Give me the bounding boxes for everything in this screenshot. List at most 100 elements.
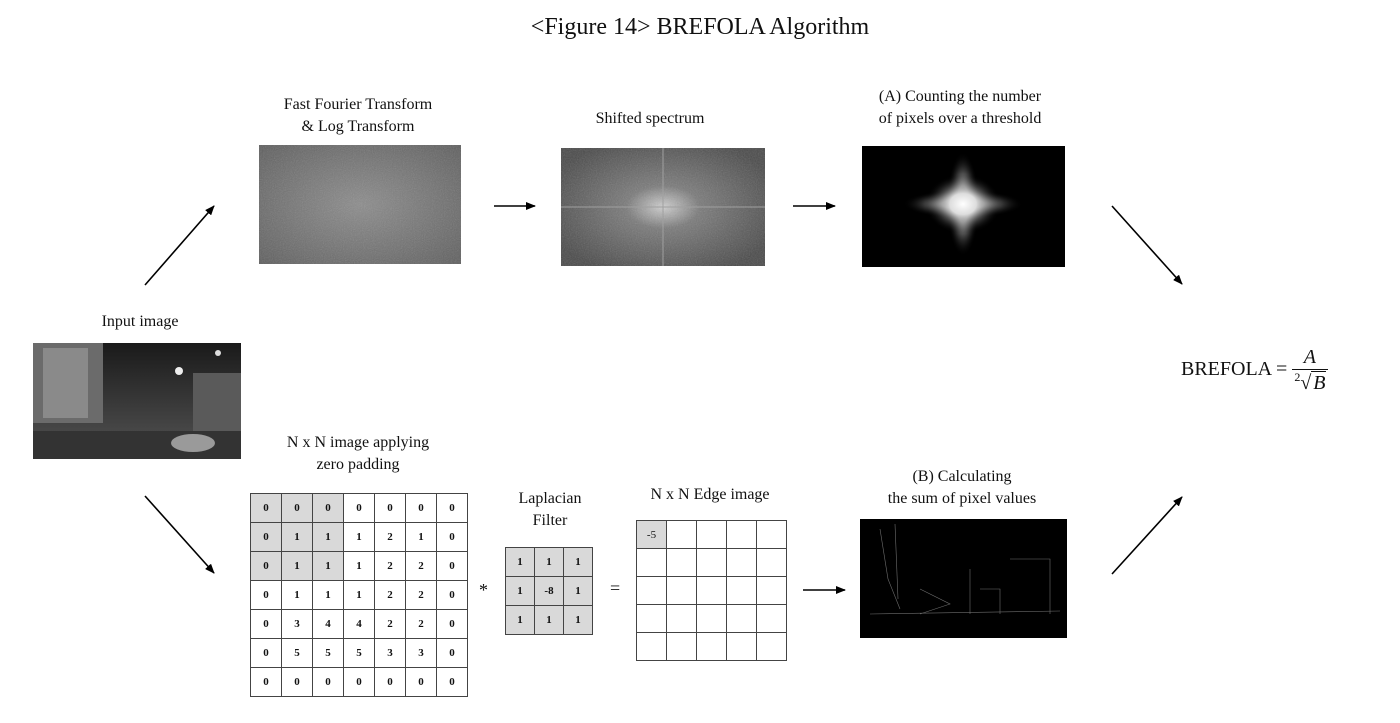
nxn-label-line2: zero padding <box>316 456 400 473</box>
fft-label-line1: Fast Fourier Transform <box>283 96 433 113</box>
edge-cell <box>726 632 757 661</box>
padded-cell: 0 <box>312 667 344 697</box>
kernel-cell: -8 <box>534 576 564 606</box>
kernel-cell: 1 <box>505 547 535 577</box>
fft-log-image <box>259 145 461 264</box>
padded-cell: 0 <box>436 638 468 668</box>
edge-cell <box>666 520 697 549</box>
equals-operator: = <box>610 578 621 598</box>
edge-cell <box>756 632 787 661</box>
edge-cell <box>636 548 667 577</box>
laplacian-label-line2: Filter <box>532 512 568 529</box>
padded-cell: 0 <box>436 551 468 581</box>
formula-fraction: A 2√B <box>1292 346 1328 394</box>
padded-cell: 0 <box>281 667 313 697</box>
padded-cell: 0 <box>250 638 282 668</box>
padded-cell: 0 <box>374 493 406 523</box>
edge-cell <box>666 604 697 633</box>
figure-title: <Figure 14> BREFOLA Algorithm <box>530 14 870 40</box>
padded-cell: 0 <box>281 493 313 523</box>
padded-cell: 0 <box>405 667 437 697</box>
padded-cell: 2 <box>374 580 406 610</box>
formula-radicand: B <box>1311 371 1326 394</box>
edge-cell <box>666 632 697 661</box>
formula-root-index: 2 <box>1294 370 1301 384</box>
kernel-cell: 1 <box>534 605 564 635</box>
padded-cell: 0 <box>436 667 468 697</box>
padded-cell: 0 <box>374 667 406 697</box>
kernel-cell: 1 <box>563 605 593 635</box>
padded-cell: 1 <box>343 551 375 581</box>
edge-label: N x N Edge image <box>650 486 770 503</box>
padded-cell: 0 <box>250 522 282 552</box>
kernel-cell: 1 <box>505 605 535 635</box>
padded-cell: 1 <box>281 580 313 610</box>
padded-cell: 0 <box>436 493 468 523</box>
edge-cell <box>636 632 667 661</box>
padded-cell: 4 <box>343 609 375 639</box>
padded-cell: 5 <box>281 638 313 668</box>
padded-cell: 0 <box>343 493 375 523</box>
padded-cell: 0 <box>436 580 468 610</box>
padded-cell: 2 <box>374 551 406 581</box>
padded-cell: 2 <box>405 551 437 581</box>
edge-cell <box>756 548 787 577</box>
laplacian-label-line1: Laplacian <box>518 490 582 507</box>
edge-grid: -5 <box>636 520 787 661</box>
edge-image <box>860 519 1067 638</box>
shifted-label: Shifted spectrum <box>595 110 705 127</box>
arrow-input-to-fft <box>144 205 215 286</box>
arrow-threshold-to-formula <box>1111 205 1183 285</box>
convolve-operator: * <box>479 580 488 600</box>
count-label: (A) Counting the number of pixels over a… <box>840 86 1080 130</box>
threshold-image <box>862 146 1065 267</box>
padded-cell: 5 <box>343 638 375 668</box>
edge-cell <box>636 576 667 605</box>
edge-cell <box>726 548 757 577</box>
padded-cell: 0 <box>250 609 282 639</box>
count-label-line2: of pixels over a threshold <box>878 110 1042 127</box>
formula-lhs: BREFOLA = <box>1181 358 1293 381</box>
edge-cell <box>696 520 727 549</box>
nxn-label: N x N image applying zero padding <box>238 432 478 476</box>
padded-cell: 4 <box>312 609 344 639</box>
nxn-label-line1: N x N image applying <box>286 434 430 451</box>
edge-cell <box>696 632 727 661</box>
edge-cell <box>726 520 757 549</box>
sum-label-line1: (B) Calculating <box>912 468 1012 485</box>
padded-cell: 1 <box>281 522 313 552</box>
padded-cell: 0 <box>250 551 282 581</box>
kernel-cell: 1 <box>505 576 535 606</box>
padded-cell: 2 <box>405 580 437 610</box>
fft-label-line2: & Log Transform <box>301 118 415 135</box>
padded-cell: 3 <box>374 638 406 668</box>
padded-cell: 0 <box>436 609 468 639</box>
kernel-cell: 1 <box>563 576 593 606</box>
padded-cell: 3 <box>405 638 437 668</box>
brefola-formula: BREFOLA = A 2√B <box>1181 346 1328 395</box>
edge-cell <box>636 604 667 633</box>
kernel-cell: 1 <box>534 547 564 577</box>
edge-cell <box>666 548 697 577</box>
padded-cell: 1 <box>312 551 344 581</box>
padded-cell: 0 <box>250 667 282 697</box>
edge-cell <box>756 520 787 549</box>
formula-numerator: A <box>1292 346 1328 370</box>
padded-cell: 0 <box>436 522 468 552</box>
edge-cell <box>696 604 727 633</box>
padded-cell: 0 <box>405 493 437 523</box>
kernel-cell: 1 <box>563 547 593 577</box>
fft-label: Fast Fourier Transform & Log Transform <box>238 94 478 138</box>
sum-label: (B) Calculating the sum of pixel values <box>852 466 1072 510</box>
padded-cell: 1 <box>281 551 313 581</box>
edge-cell <box>696 548 727 577</box>
padded-cell: 2 <box>405 609 437 639</box>
padded-cell: 1 <box>312 580 344 610</box>
padded-cell: 1 <box>343 522 375 552</box>
sum-label-line2: the sum of pixel values <box>887 490 1037 507</box>
padded-cell: 0 <box>312 493 344 523</box>
padded-cell: 5 <box>312 638 344 668</box>
padded-cell: 2 <box>374 609 406 639</box>
edge-cell <box>696 576 727 605</box>
